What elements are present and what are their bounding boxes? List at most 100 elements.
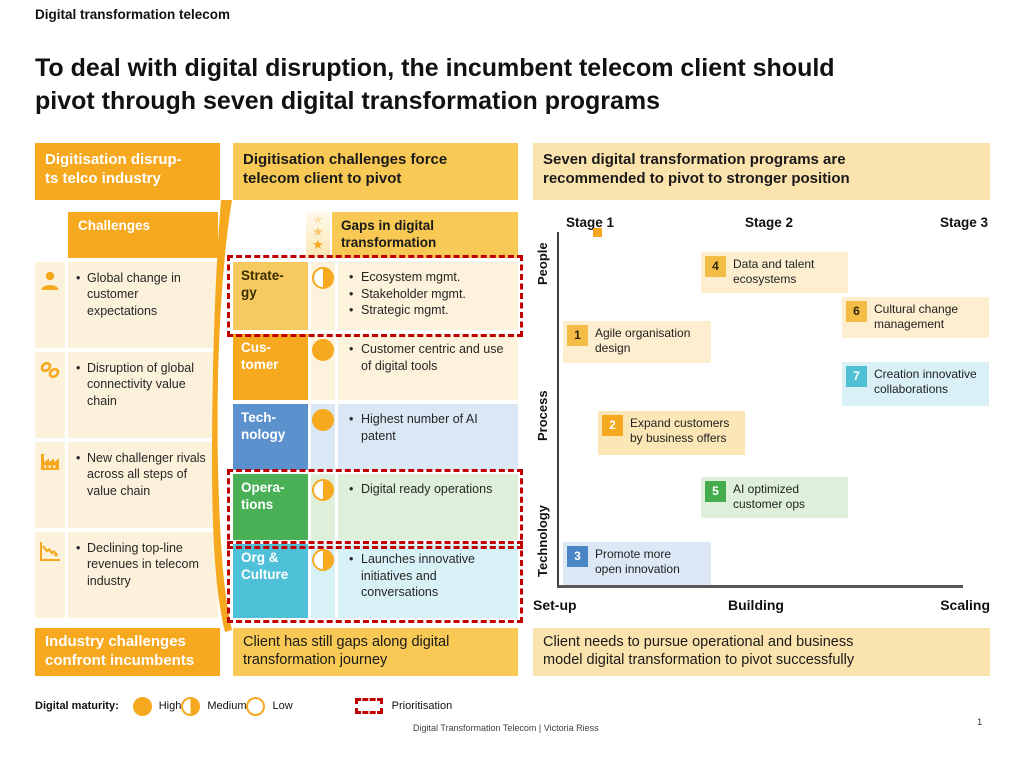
maturity-cell-technology — [311, 404, 335, 470]
challenge-icon-cell — [35, 532, 65, 618]
maturity-cell-strategy — [311, 262, 335, 330]
bullet-item: Launches innovative initiatives and conv… — [346, 551, 512, 601]
program-box-3: 3 Promote more open innovation — [563, 542, 711, 585]
row-bullets-operations: Digital ready operations — [338, 474, 518, 540]
legend-title: Digital maturity: — [35, 700, 119, 712]
y-axis-line — [557, 232, 559, 587]
bullet-item: Customer centric and use of digital tool… — [346, 341, 512, 374]
maturity-cell-operations — [311, 474, 335, 540]
prioritisation-legend-icon — [354, 698, 383, 714]
program-label: Agile organisation design — [595, 326, 691, 356]
program-box-5: 5 AI optimized customer ops — [701, 477, 848, 518]
middle-column-header: Digitisation challenges force telecom cl… — [233, 143, 518, 200]
program-number-badge: 6 — [846, 301, 867, 322]
challenge-icon-cell — [35, 262, 65, 348]
chain-icon — [39, 360, 61, 387]
row-label-customer: Cus- tomer — [233, 334, 308, 400]
program-number-badge: 5 — [705, 481, 726, 502]
factory-icon — [39, 450, 61, 477]
program-number-badge: 3 — [567, 546, 588, 567]
legend-medium-label: Medium — [207, 700, 247, 712]
challenge-text: Global change in customer expectations — [74, 270, 212, 319]
star-icon: ★ — [312, 236, 324, 252]
program-number-badge: 4 — [705, 256, 726, 277]
challenge-text: Disruption of global connectivity value … — [74, 360, 212, 409]
harvey-ball-high-icon — [312, 339, 334, 361]
row-label-org-culture: Org & Culture — [233, 544, 308, 618]
row-bullets-org-culture: Launches innovative initiatives and conv… — [338, 544, 518, 618]
program-label: Data and talent ecosystems — [733, 257, 815, 287]
program-number-badge: 1 — [567, 325, 588, 346]
program-number-badge: 7 — [846, 366, 867, 387]
challenge-row: Disruption of global connectivity value … — [68, 352, 218, 438]
challenge-icon-cell — [35, 442, 65, 528]
bullet-item: Digital ready operations — [346, 481, 512, 498]
harvey-ball-medium-icon — [312, 267, 334, 289]
challenge-row: New challenger rivals across all steps o… — [68, 442, 218, 528]
maturity-cell-org-culture — [311, 544, 335, 618]
row-bullets-strategy: Ecosystem mgmt. Stakeholder mgmt. Strate… — [338, 262, 518, 330]
challenge-row: Declining top-line revenues in telecom i… — [68, 532, 218, 618]
program-number-badge: 2 — [602, 415, 623, 436]
middle-column-footer: Client has still gaps along digital tran… — [233, 628, 518, 676]
legend-prioritisation-label: Prioritisation — [391, 700, 453, 712]
gaps-header: Gaps in digital transformation — [332, 212, 518, 258]
row-label-strategy: Strate- gy — [233, 262, 308, 330]
program-label: Cultural change management — [874, 302, 959, 332]
harvey-ball-medium-icon — [312, 479, 334, 501]
x-axis-line — [557, 585, 963, 588]
left-column-header: Digitisation disrup- ts telco industry — [35, 143, 220, 200]
declining-chart-icon — [39, 540, 61, 567]
y-label-technology: Technology — [535, 505, 550, 577]
bullet-item: Stakeholder mgmt. — [346, 286, 512, 303]
stage-3-label: Stage 3 — [939, 215, 988, 230]
legend-low-label: Low — [272, 700, 293, 712]
harvey-ball-low-icon — [246, 696, 266, 716]
challenge-text: New challenger rivals across all steps o… — [74, 450, 212, 499]
stage-1-marker — [593, 228, 602, 237]
y-label-process: Process — [535, 390, 550, 442]
x-label-scaling: Scaling — [940, 597, 990, 613]
stage-2-label: Stage 2 — [745, 215, 794, 230]
page-number: 1 — [977, 717, 983, 728]
row-label-operations: Opera- tions — [233, 474, 308, 540]
challenge-icon-cell — [35, 352, 65, 438]
legend: Digital maturity: High Medium Low Priori… — [35, 694, 452, 718]
program-box-6: 6 Cultural change management — [842, 297, 989, 338]
right-column-header: Seven digital transformation programs ar… — [533, 143, 990, 200]
x-label-building: Building — [728, 597, 784, 613]
swoosh-arrow-icon — [205, 200, 235, 637]
star-icon: ★ — [312, 212, 324, 227]
harvey-ball-high-icon — [132, 696, 152, 716]
right-column-footer: Client needs to pursue operational and b… — [533, 628, 990, 676]
page-title: To deal with digital disruption, the inc… — [35, 54, 835, 115]
row-label-technology: Tech- nology — [233, 404, 308, 470]
harvey-ball-medium-icon — [181, 696, 201, 716]
legend-high-label: High — [158, 700, 182, 712]
program-box-1: 1 Agile organisation design — [563, 321, 711, 363]
harvey-ball-medium-icon — [312, 549, 334, 571]
program-box-4: 4 Data and talent ecosystems — [701, 252, 848, 293]
program-label: AI optimized customer ops — [733, 482, 806, 512]
slide-eyebrow: Digital transformation telecom — [35, 7, 231, 22]
maturity-cell-customer — [311, 334, 335, 400]
challenge-row: Global change in customer expectations — [68, 262, 218, 348]
stage-1-label: Stage 1 — [566, 215, 615, 230]
row-bullets-technology: Highest number of AI patent — [338, 404, 518, 470]
challenges-header: Challenges — [68, 212, 218, 258]
programs-chart: Stage 1 Stage 2 Stage 3 People Process T… — [533, 205, 990, 623]
program-label: Promote more open innovation — [595, 547, 680, 577]
program-label: Creation innovative collaborations — [874, 367, 977, 397]
harvey-ball-high-icon — [312, 409, 334, 431]
challenge-text: Declining top-line revenues in telecom i… — [74, 540, 212, 589]
bullet-item: Ecosystem mgmt. — [346, 269, 512, 286]
person-icon — [39, 270, 61, 297]
bullet-item: Highest number of AI patent — [346, 411, 512, 444]
maturity-stars-strip: ★ ★ ★ — [306, 212, 330, 258]
footer-credit: Digital Transformation Telecom | Victori… — [413, 723, 599, 733]
y-label-people: People — [535, 242, 550, 286]
row-bullets-customer: Customer centric and use of digital tool… — [338, 334, 518, 400]
star-icon: ★ — [312, 224, 324, 240]
left-column-footer: Industry challenges confront incumbents — [35, 628, 220, 676]
